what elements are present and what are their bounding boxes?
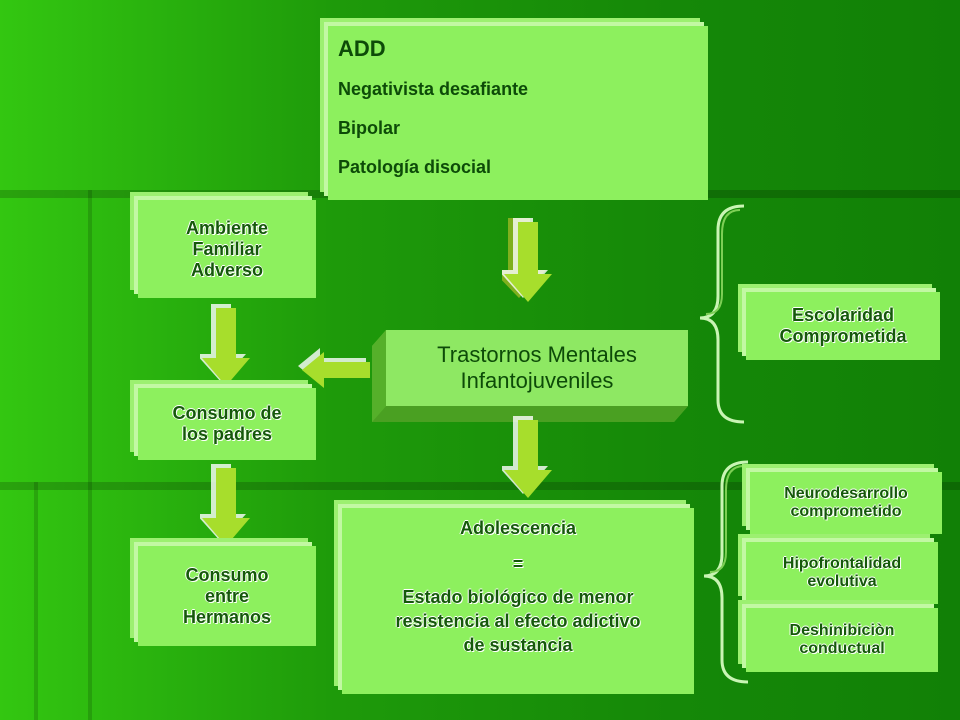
label-line: Familiar xyxy=(192,238,262,259)
neurodesarrollo-box: Neurodesarrollo comprometido xyxy=(742,464,942,534)
box-face xyxy=(746,542,938,604)
ambiente-label: Ambiente Familiar Adverso xyxy=(138,200,316,298)
label-line: Adolescencia xyxy=(459,518,577,538)
disorders-list: ADD Negativista desafiante Bipolar Patol… xyxy=(338,38,528,197)
central-line-1: Trastornos Mentales xyxy=(437,341,637,367)
ambiente-box: Ambiente Familiar Adverso xyxy=(130,192,316,298)
central-node: Trastornos Mentales Infantojuveniles xyxy=(372,330,688,422)
label-line: de sustancia xyxy=(463,635,573,656)
box-face xyxy=(328,26,708,200)
list-item: Patología disocial xyxy=(338,157,492,177)
label-line: conductual xyxy=(799,640,885,657)
label-line: = xyxy=(512,554,524,575)
label-line: evolutiva xyxy=(807,573,877,590)
label-line: Deshinibiciòn xyxy=(789,622,895,639)
box-face xyxy=(138,546,316,646)
escolaridad-label: Escolaridad Comprometida xyxy=(746,292,940,360)
arrow-left-icon xyxy=(298,348,370,388)
list-item: Bipolar xyxy=(338,118,401,138)
box-face xyxy=(746,608,938,672)
disorders-list-box: ADD Negativista desafiante Bipolar Patol… xyxy=(320,18,708,200)
hipofrontalidad-box: Hipofrontalidad evolutiva xyxy=(738,534,938,604)
arrow-down-icon xyxy=(200,464,250,546)
box-face xyxy=(750,472,942,534)
consumo-hermanos-box: Consumo entre Hermanos xyxy=(130,538,316,646)
background-line xyxy=(34,482,38,720)
label-line: los padres xyxy=(181,424,273,444)
label-line: Consumo de xyxy=(172,403,282,423)
add-title: ADD xyxy=(338,36,386,61)
slab-shape xyxy=(372,330,688,422)
label-line: Hipofrontalidad xyxy=(782,555,902,572)
label-line: Estado biológico de menor xyxy=(402,586,634,607)
label-line: Neurodesarrollo xyxy=(784,485,908,502)
adolescencia-label: Adolescencia = Estado biológico de menor… xyxy=(342,508,694,694)
label-line: comprometido xyxy=(790,503,902,520)
label-line: Consumo xyxy=(185,564,269,585)
label-line: Hermanos xyxy=(182,606,272,627)
arrow-down-icon xyxy=(200,304,250,386)
escolaridad-box: Escolaridad Comprometida xyxy=(738,284,940,360)
adolescencia-box: Adolescencia = Estado biológico de menor… xyxy=(334,500,694,696)
consumo-hermanos-label: Consumo entre Hermanos xyxy=(138,546,316,646)
box-face xyxy=(342,508,694,694)
background-band xyxy=(0,482,960,490)
label-line: entre xyxy=(204,585,249,606)
arrow-down-icon xyxy=(502,218,552,302)
box-face xyxy=(746,292,940,360)
list-item: Negativista desafiante xyxy=(338,79,529,99)
box-face xyxy=(138,388,316,460)
central-line-2: Infantojuveniles xyxy=(460,368,614,393)
brace-icon xyxy=(703,460,749,684)
consumo-padres-label: Consumo de los padres xyxy=(138,388,316,460)
consumo-padres-box: Consumo de los padres xyxy=(130,380,316,460)
central-label: Trastornos Mentales Infantojuveniles xyxy=(386,330,688,406)
brace-icon xyxy=(699,204,745,424)
deshinibicion-box: Deshinibiciòn conductual xyxy=(738,600,938,672)
label-line: Adverso xyxy=(190,259,264,280)
label-line: Ambiente xyxy=(185,217,268,238)
neurodesarrollo-label: Neurodesarrollo comprometido xyxy=(750,472,942,534)
hipofrontalidad-label: Hipofrontalidad evolutiva xyxy=(746,542,938,604)
arrow-down-icon xyxy=(502,416,552,498)
label-line: Escolaridad xyxy=(791,305,895,325)
background-line xyxy=(88,190,92,720)
box-face xyxy=(138,200,316,298)
label-line: Comprometida xyxy=(779,326,907,346)
label-line: resistencia al efecto adictivo xyxy=(395,610,641,631)
deshinibicion-label: Deshinibiciòn conductual xyxy=(746,608,938,672)
